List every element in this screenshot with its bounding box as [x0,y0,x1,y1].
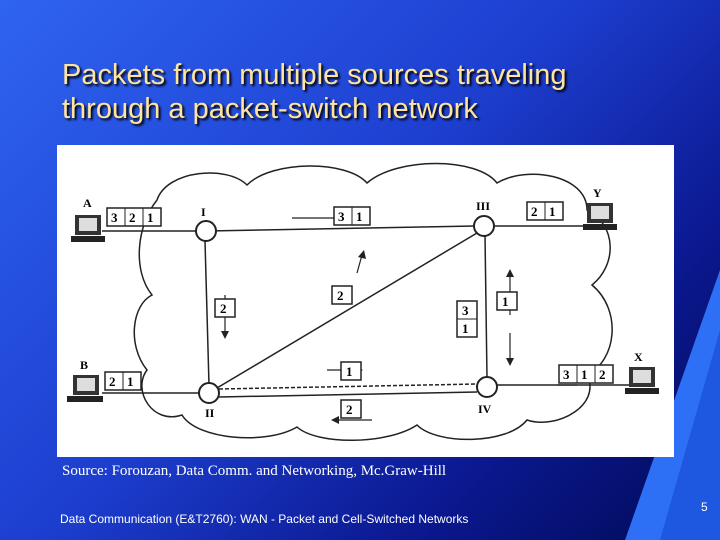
queue-x: 3 1 2 [558,364,614,384]
packet-diagonal: 2 [331,285,353,305]
packet-i-ii: 2 [214,298,236,318]
svg-text:1: 1 [502,294,509,309]
svg-text:2: 2 [531,204,538,219]
link-iii-iv [484,234,488,379]
slide-footer: Data Communication (E&T2760): WAN - Pack… [60,512,469,526]
svg-text:2: 2 [220,301,227,316]
host-y: Y [583,186,617,230]
svg-text:3: 3 [111,210,118,225]
svg-text:2: 2 [109,374,116,389]
svg-text:III: III [476,199,490,213]
link-ii-iv-2 [218,391,478,398]
svg-text:1: 1 [356,209,363,224]
source-citation: Source: Forouzan, Data Comm. and Network… [62,463,447,479]
packets-iii-iv: 3 1 [456,300,478,338]
svg-text:3: 3 [462,303,469,318]
svg-text:Y: Y [593,186,602,200]
svg-text:B: B [80,358,88,372]
svg-text:1: 1 [549,204,556,219]
svg-text:3: 3 [563,367,570,382]
svg-text:IV: IV [478,402,492,416]
link-i-ii [204,240,210,386]
svg-text:1: 1 [581,367,588,382]
link-i-iii [206,225,476,232]
host-x: X [625,350,659,394]
link-ii-iv-1 [218,383,478,390]
svg-text:II: II [205,406,215,420]
switch-ii: II [198,382,220,420]
svg-text:2: 2 [337,288,344,303]
switch-i: I [195,205,217,242]
svg-text:I: I [201,205,206,219]
title-line-1: Packets from multiple sources traveling [62,59,567,91]
svg-text:1: 1 [462,321,469,336]
switch-iv: IV [476,376,498,416]
host-b: B [67,358,103,402]
link-ii-iii [216,232,478,389]
packet-ii-iv-bottom: 2 [340,399,362,419]
packet-ii-iv-top: 1 [340,361,362,381]
svg-text:X: X [634,350,643,364]
slide-title: Packets from multiple sources traveling … [62,58,662,126]
network-diagram: I II III IV A B Y X 3 2 [57,145,674,457]
title-line-2: through a packet-switch network [62,93,478,125]
switch-iii: III [473,199,495,237]
queue-y: 2 1 [526,201,564,221]
host-a: A [71,196,105,242]
svg-text:2: 2 [129,210,136,225]
packet-iii-right: 1 [496,291,518,311]
svg-text:3: 3 [338,209,345,224]
packets-i-iii: 3 1 [333,206,371,226]
svg-text:A: A [83,196,92,210]
svg-text:1: 1 [127,374,134,389]
svg-text:1: 1 [346,364,353,379]
svg-text:2: 2 [346,402,353,417]
queue-b: 2 1 [104,371,142,391]
page-number: 5 [701,500,708,514]
svg-text:1: 1 [147,210,154,225]
queue-a: 3 2 1 [106,207,162,227]
svg-text:2: 2 [599,367,606,382]
